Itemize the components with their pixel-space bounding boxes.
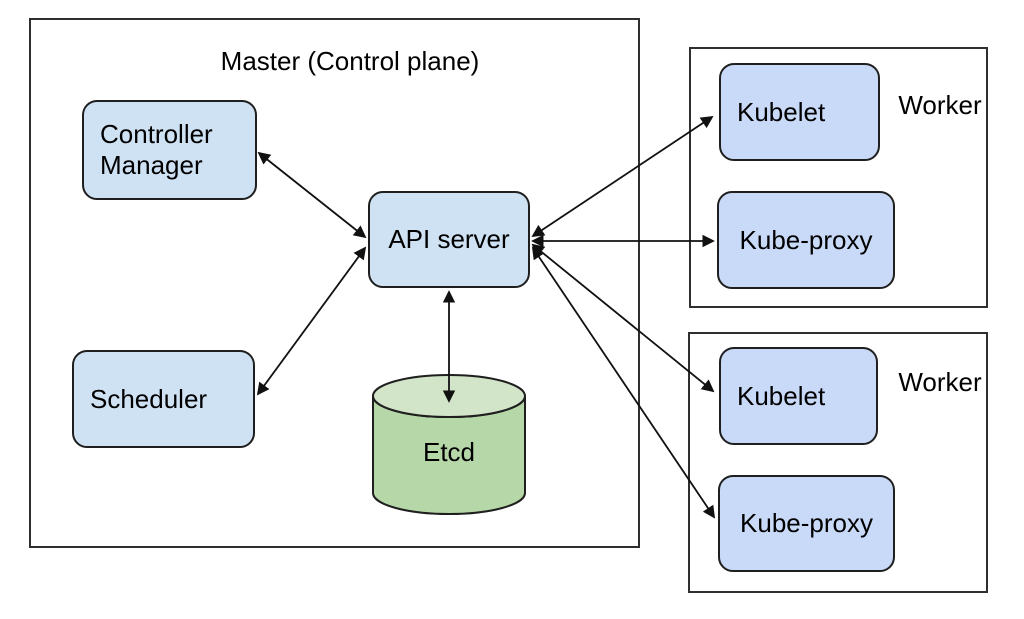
- worker-1-title: Worker: [898, 90, 982, 120]
- scheduler-label: Scheduler: [90, 383, 208, 414]
- kube-proxy-1-label: Kube-proxy: [739, 224, 873, 255]
- kube-proxy-2-label: Kube-proxy: [740, 508, 873, 539]
- api-server-node: API server: [368, 191, 530, 288]
- etcd-label: Etcd: [422, 437, 476, 467]
- kube-proxy-2-node: Kube-proxy: [718, 475, 895, 572]
- master-box: [29, 18, 640, 548]
- api-server-label: API server: [388, 224, 510, 255]
- controller-manager-node: Controller Manager: [82, 100, 257, 200]
- worker-2-title: Worker: [898, 367, 982, 397]
- master-title: Master (Control plane): [220, 46, 480, 76]
- kubelet-1-label: Kubelet: [737, 96, 826, 127]
- kube-proxy-1-node: Kube-proxy: [717, 191, 895, 289]
- kubelet-1-node: Kubelet: [719, 63, 880, 161]
- kubelet-2-node: Kubelet: [719, 347, 878, 445]
- kubelet-2-label: Kubelet: [737, 380, 826, 411]
- scheduler-node: Scheduler: [72, 350, 255, 448]
- controller-manager-label: Controller Manager: [100, 119, 213, 180]
